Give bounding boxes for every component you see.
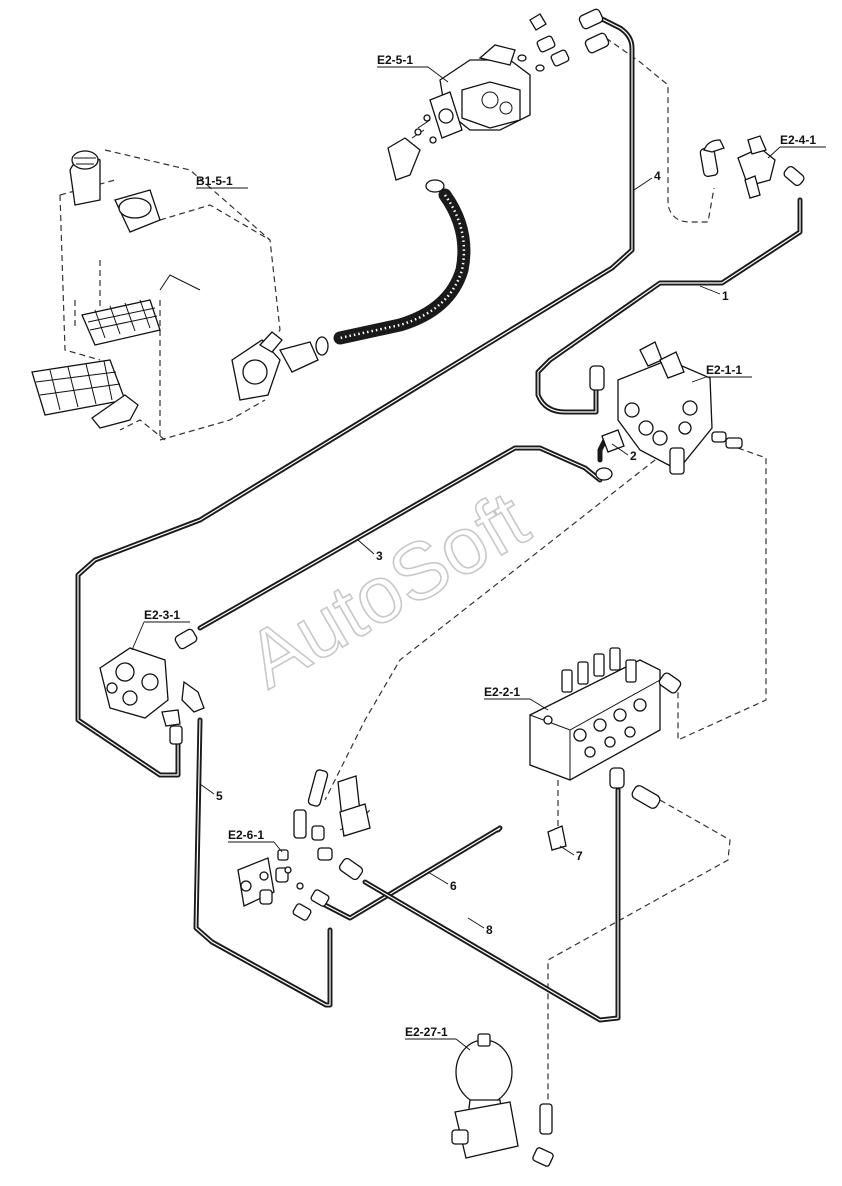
dashed-lines — [59, 37, 767, 1100]
accumulator-e2-27-1 — [451, 1033, 554, 1167]
svg-text:5: 5 — [216, 789, 223, 803]
label-b1-5-1: B1-5-1 — [196, 174, 248, 189]
svg-text:E2-3-1: E2-3-1 — [144, 608, 180, 622]
label-e2-2-1: E2-2-1 — [484, 685, 549, 711]
svg-text:4: 4 — [654, 169, 661, 183]
hose-number-labels: 1 2 3 4 5 6 7 8 — [199, 169, 729, 937]
hose-label-4: 4 — [633, 169, 661, 191]
svg-text:3: 3 — [376, 549, 383, 563]
svg-text:6: 6 — [450, 879, 457, 893]
label-e2-6-1: E2-6-1 — [228, 828, 283, 853]
pilot-valve-e2-6-1 — [237, 769, 371, 921]
valve-e2-4-1 — [699, 135, 805, 199]
svg-text:1: 1 — [722, 289, 729, 303]
hose-label-2: 2 — [611, 443, 637, 463]
svg-text:E2-2-1: E2-2-1 — [484, 685, 520, 699]
hose-label-3: 3 — [357, 539, 383, 563]
hose-label-7: 7 — [559, 845, 583, 863]
svg-text:2: 2 — [630, 449, 637, 463]
pump-e2-5-1 — [411, 8, 610, 144]
main-valve-spools — [561, 647, 637, 693]
component-labels: B1-5-1 E2-5-1 E2-4-1 E2-1-1 E2-3-1 E2-2-… — [131, 53, 826, 1051]
hose-label-5: 5 — [199, 783, 223, 803]
svg-text:8: 8 — [486, 923, 493, 937]
svg-text:B1-5-1: B1-5-1 — [196, 174, 233, 188]
svg-text:E2-5-1: E2-5-1 — [377, 53, 413, 67]
watermark: AutoSoft — [231, 473, 543, 705]
hose-label-6: 6 — [427, 871, 457, 893]
suction-hose — [279, 137, 471, 373]
main-valve-e2-2-1 — [529, 647, 682, 851]
tank-step-upper — [81, 299, 161, 346]
svg-text:7: 7 — [576, 849, 583, 863]
control-valve-e2-1-1 — [589, 341, 743, 481]
hoses — [75, 15, 803, 1023]
hose-label-8: 8 — [467, 917, 493, 937]
label-e2-27-1: E2-27-1 — [405, 1025, 471, 1051]
svg-text:E2-6-1: E2-6-1 — [228, 828, 264, 842]
tank-b1-5-1 — [31, 150, 283, 429]
svg-text:E2-27-1: E2-27-1 — [405, 1025, 448, 1039]
label-e2-3-1: E2-3-1 — [131, 608, 190, 651]
svg-text:AutoSoft: AutoSoft — [232, 474, 542, 705]
label-e2-4-1: E2-4-1 — [767, 133, 826, 159]
steering-unit-e2-3-1 — [99, 628, 205, 745]
hose-label-1: 1 — [699, 285, 729, 303]
label-e2-1-1: E2-1-1 — [691, 363, 752, 383]
svg-text:E2-4-1: E2-4-1 — [780, 133, 816, 147]
svg-text:E2-1-1: E2-1-1 — [706, 363, 742, 377]
label-e2-5-1: E2-5-1 — [377, 53, 449, 83]
